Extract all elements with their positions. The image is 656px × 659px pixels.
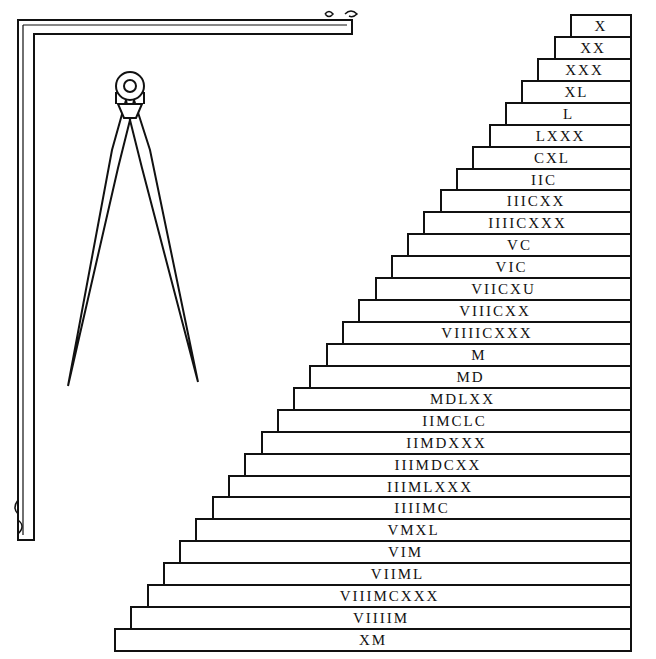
stair-bar: VIIICXX (358, 299, 632, 323)
stair-bar: IIMDXXX (261, 431, 632, 455)
stair-bar: CXL (472, 146, 632, 170)
stair-bar: IIIICXXX (423, 211, 632, 235)
stair-bar: VIICXU (375, 277, 632, 301)
roman-numeral: XM (359, 633, 387, 648)
stair-bar: XM (114, 628, 632, 652)
roman-numeral: IIIIMC (394, 501, 449, 516)
roman-numeral: XXX (565, 63, 604, 78)
roman-numeral: L (563, 107, 574, 122)
roman-numeral: IIIMLXXX (387, 480, 473, 495)
stair-bar: XL (521, 80, 632, 104)
stair-bar: VC (407, 233, 632, 257)
stair-bar: M (326, 343, 632, 367)
stair-bar: VMXL (195, 518, 632, 542)
stair-bar: VIM (179, 540, 632, 564)
stair-bar: IIIMDCXX (244, 453, 632, 477)
roman-numeral: XX (580, 41, 606, 56)
stair-bar: XX (554, 36, 632, 60)
stair-bar: MD (309, 365, 632, 389)
roman-numeral: VIC (496, 260, 528, 275)
stair-bar: VIIIIM (130, 606, 632, 630)
stair-bar: X (570, 14, 632, 38)
roman-numeral: IIMCLC (422, 414, 487, 429)
roman-numeral: IIIMDCXX (395, 458, 482, 473)
roman-numeral: IIIICXXX (488, 216, 566, 231)
stair-bar: IIICXX (440, 189, 632, 213)
stair-bar: L (505, 102, 632, 126)
roman-numeral: CXL (534, 151, 570, 166)
roman-numeral: IIMDXXX (406, 436, 487, 451)
roman-numeral: VC (507, 238, 532, 253)
roman-numeral: M (471, 348, 486, 363)
roman-numeral: IIICXX (507, 194, 566, 209)
roman-numeral: VIM (388, 545, 423, 560)
stair-bar: VIC (391, 255, 632, 279)
roman-numeral: VIICXU (471, 282, 536, 297)
roman-numeral: XL (565, 85, 589, 100)
stair-bar: VIIIICXXX (342, 321, 632, 345)
stair-bar: IIMCLC (277, 409, 632, 433)
stair-bar: MDLXX (293, 387, 632, 411)
roman-numeral: X (595, 19, 608, 34)
roman-numeral: VIIML (371, 567, 424, 582)
stair-bar: XXX (537, 58, 632, 82)
stair-bar: IIIIMC (212, 496, 632, 520)
roman-numeral: MD (456, 370, 484, 385)
roman-numeral: VMXL (387, 523, 439, 538)
roman-numeral: LXXX (536, 129, 586, 144)
roman-numeral: VIIICXX (459, 304, 531, 319)
roman-numeral: IIC (531, 173, 557, 188)
roman-numeral: MDLXX (430, 392, 495, 407)
compass (68, 72, 198, 386)
stair-bar: LXXX (489, 124, 632, 148)
stair-bar: VIIML (163, 562, 632, 586)
roman-numeral: VIIIIM (353, 611, 409, 626)
stair-bar: VIIIMCXXX (147, 584, 632, 608)
roman-numeral: VIIIICXXX (441, 326, 532, 341)
roman-numeral: VIIIMCXXX (340, 589, 440, 604)
